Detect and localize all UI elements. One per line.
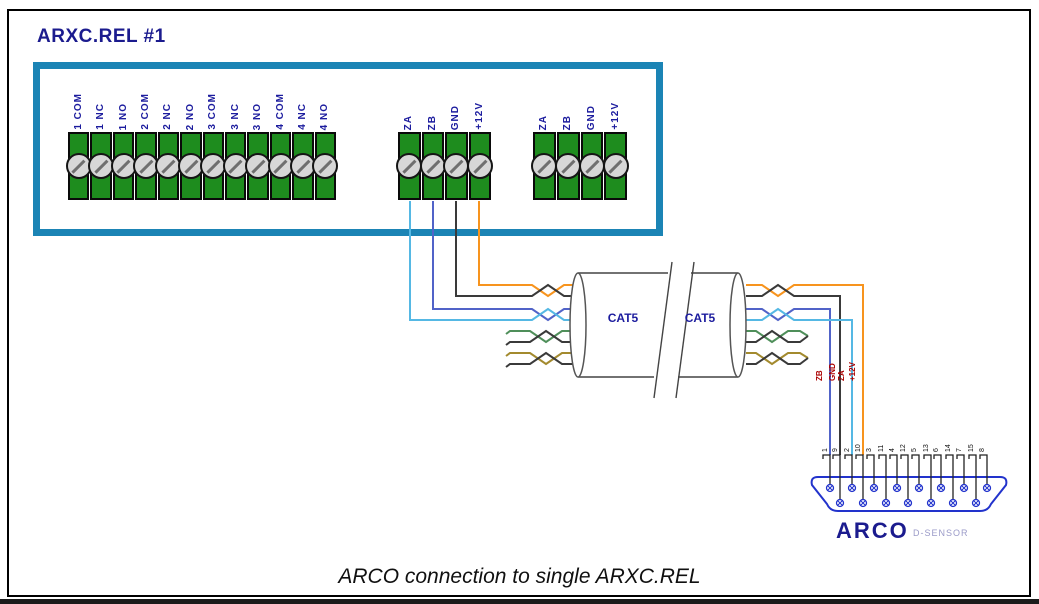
terminal-cell	[419, 132, 446, 200]
screw-icon	[65, 153, 92, 179]
terminal-label: +12V	[609, 102, 621, 130]
screw-icon	[578, 153, 605, 179]
screw-icon	[396, 153, 423, 179]
terminal-labels-bus-a: ZA ZB GND +12V	[398, 82, 491, 130]
screw-icon	[419, 153, 446, 179]
terminal-label: ZB	[426, 114, 438, 130]
terminal-label: ZB	[562, 114, 574, 130]
terminal-cell	[443, 132, 470, 200]
terminal-cell	[177, 132, 204, 200]
screw-icon	[531, 153, 558, 179]
terminal-label: 2 NC	[162, 103, 174, 130]
terminal-cell	[555, 132, 582, 200]
terminal-cell	[88, 132, 115, 200]
terminal-label: 1 COM	[72, 93, 84, 130]
terminal-label: 3 COM	[207, 93, 219, 130]
terminal-cell	[132, 132, 159, 200]
terminal-block-relay	[65, 132, 339, 200]
terminal-label: 2 NO	[184, 102, 196, 130]
terminal-cell	[531, 132, 558, 200]
terminal-cell	[578, 132, 605, 200]
screw-icon	[177, 153, 204, 179]
screw-icon	[312, 153, 339, 179]
terminal-labels-bus-b: ZA ZB GND +12V	[533, 82, 627, 130]
board-title: ARXC.REL #1	[37, 26, 166, 47]
terminal-label: 1 NC	[95, 103, 107, 130]
page-bottom-bar	[0, 599, 1039, 604]
screw-icon	[555, 153, 582, 179]
terminal-label: 2 COM	[139, 93, 151, 130]
terminal-labels-relay: 1 COM 1 NC 1 NO 2 COM 2 NC 2 NO 3 COM 3 NC 3 NO 4…	[68, 82, 336, 130]
terminal-label: 4 NC	[296, 103, 308, 130]
terminal-cell	[65, 132, 92, 200]
terminal-block-bus-a	[396, 132, 493, 200]
terminal-cell	[289, 132, 316, 200]
terminal-label: GND	[585, 104, 597, 130]
d-sensor-label: D-SENSOR	[913, 528, 969, 538]
terminal-cell	[602, 132, 629, 200]
terminal-cell	[312, 132, 339, 200]
screw-icon	[602, 153, 629, 179]
screw-icon	[443, 153, 470, 179]
cat5-segment1-label: CAT5	[607, 311, 639, 325]
screw-icon	[222, 153, 249, 179]
terminal-label: ZA	[403, 114, 415, 130]
terminal-cell	[222, 132, 249, 200]
terminal-cell	[245, 132, 272, 200]
cat5-segment2-label: CAT5	[684, 311, 716, 325]
terminal-cell	[396, 132, 423, 200]
terminal-label: 1 NO	[117, 102, 129, 130]
screw-icon	[110, 153, 137, 179]
terminal-cell	[155, 132, 182, 200]
terminal-label: GND	[450, 104, 462, 130]
terminal-label: 3 NO	[252, 102, 264, 130]
screw-icon	[466, 153, 493, 179]
terminal-cell	[110, 132, 137, 200]
terminal-cell	[466, 132, 493, 200]
terminal-cell	[200, 132, 227, 200]
arco-connector-label: ARCO	[836, 518, 909, 543]
figure-caption: ARCO connection to single ARXC.REL	[338, 565, 701, 588]
terminal-label: 3 NC	[229, 103, 241, 130]
terminal-label: +12V	[473, 102, 485, 130]
terminal-label: ZA	[538, 114, 550, 130]
terminal-cell	[267, 132, 294, 200]
terminal-label: 4 NO	[319, 102, 331, 130]
terminal-block-bus-b	[531, 132, 629, 200]
terminal-label: 4 COM	[274, 93, 286, 130]
